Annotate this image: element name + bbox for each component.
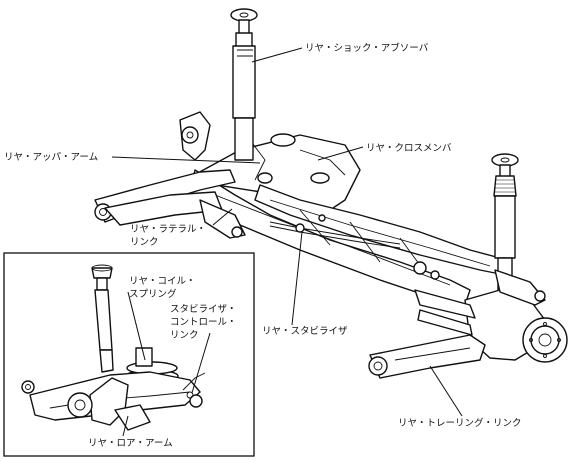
label-rear-lateral-link-line1: リヤ・ラテラル・ [130, 224, 206, 235]
label-stabilizer-control-link-line2: コントロール・ [170, 317, 237, 328]
leader-rear-upper-arm [111, 156, 261, 164]
leader-rear-stabilizer [291, 231, 303, 326]
leader-stabilizer-control-link [191, 332, 211, 394]
leader-rear-coil-spring [127, 291, 146, 361]
rear-crossmember-illustration [184, 133, 506, 306]
inset-lower-arm-illustration [21, 371, 206, 431]
label-rear-coil-spring-line2: スプリング [129, 288, 177, 300]
main-assembly-illustration [94, 8, 568, 379]
label-stabilizer-control-link-line3: リンク [170, 330, 199, 341]
label-rear-stabilizer: リヤ・スタビライザ [262, 326, 348, 337]
label-rear-shock-absorber: リヤ・ショック・アブソーバ [305, 42, 429, 54]
leader-rear-shock-absorber [251, 47, 303, 63]
inset-shock-absorber-illustration [91, 264, 114, 373]
labels: リヤ・ショック・アブソーバ リヤ・クロスメンバ リヤ・アッパ・アーム リヤ・ラテ… [4, 42, 522, 449]
inset-detail [3, 252, 255, 457]
label-rear-crossmember: リヤ・クロスメンバ [366, 143, 452, 154]
leader-rear-lateral-link [212, 208, 233, 226]
leader-rear-lower-arm [122, 415, 129, 437]
label-rear-upper-arm: リヤ・アッパ・アーム [4, 152, 98, 163]
leader-rear-crossmember [317, 146, 364, 161]
leader-rear-trailing-link [429, 365, 463, 417]
label-rear-lateral-link-line2: リンク [130, 237, 159, 248]
rear-stabilizer-illustration [269, 214, 401, 249]
right-knuckle-illustration [464, 269, 568, 363]
right-lateral-links-illustration [413, 261, 476, 336]
label-rear-lower-arm: リヤ・ロア・アーム [88, 438, 173, 449]
label-rear-trailing-link: リヤ・トレーリング・リンク [398, 417, 522, 429]
rear-trailing-link-illustration [368, 334, 486, 379]
label-stabilizer-control-link-line1: スタビライザ・ [170, 304, 237, 315]
left-shock-absorber-illustration [230, 8, 258, 161]
label-rear-coil-spring-line1: リヤ・コイル・ [129, 276, 196, 287]
inset-frame [3, 252, 255, 457]
leader-lines [111, 47, 463, 437]
left-arms-illustration [94, 111, 246, 239]
